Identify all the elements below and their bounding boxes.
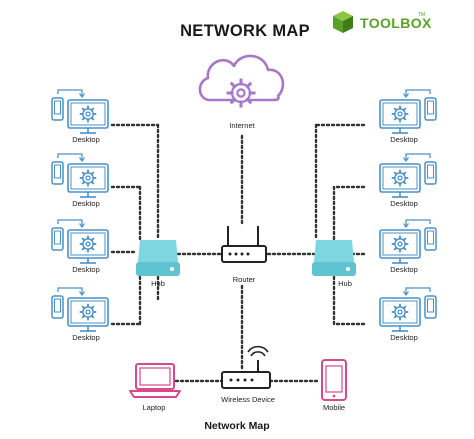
cloud-gear-icon (198, 54, 285, 108)
mobile-label: Mobile (323, 403, 345, 412)
desktop-label: Desktop (390, 265, 418, 274)
desktop-label: Desktop (72, 199, 100, 208)
left-desktop-2: Desktop (51, 153, 109, 208)
desktop-computer-icon (51, 219, 109, 264)
toolbox-cube-icon (333, 11, 353, 33)
left-desktop-1: Desktop (51, 89, 109, 144)
diagram-caption: Network Map (204, 420, 270, 432)
mobile-icon (321, 359, 347, 401)
hub-left-icon (136, 240, 180, 276)
right-desktop-4: Desktop (379, 287, 437, 342)
router-label: Router (233, 275, 256, 284)
desktop-label: Desktop (390, 333, 418, 342)
desktop-computer-icon (379, 89, 437, 134)
desktop-computer-icon (51, 287, 109, 332)
internet-label: Internet (229, 121, 255, 130)
desktop-label: Desktop (72, 333, 100, 342)
desktop-computer-icon (51, 89, 109, 134)
right-desktop-1: Desktop (379, 89, 437, 144)
router-icon (221, 226, 267, 263)
desktop-label: Desktop (72, 135, 100, 144)
hub-right-icon (312, 240, 356, 276)
brand-name: TOOLBOX (360, 15, 432, 31)
hub-right-label: Hub (338, 279, 352, 288)
right-desktop-3: Desktop (379, 219, 437, 274)
laptop-icon (129, 363, 181, 398)
wireless-router-icon (221, 345, 271, 389)
left-desktop-4: Desktop (51, 287, 109, 342)
desktop-label: Desktop (390, 199, 418, 208)
desktop-computer-icon (379, 153, 437, 198)
laptop-label: Laptop (143, 403, 166, 412)
desktop-label: Desktop (72, 265, 100, 274)
brand-logo: TOOLBOX TM (330, 9, 440, 37)
desktop-computer-icon (379, 287, 437, 332)
desktop-label: Desktop (390, 135, 418, 144)
hub-left-label: Hub (151, 279, 165, 288)
left-desktop-3: Desktop (51, 219, 109, 274)
network-links (110, 123, 366, 383)
desktop-computer-icon (51, 153, 109, 198)
wireless-label: Wireless Device (221, 395, 275, 404)
desktop-computer-icon (379, 219, 437, 264)
page-title: NETWORK MAP (180, 22, 310, 40)
right-desktop-2: Desktop (379, 153, 437, 208)
brand-trademark: TM (418, 12, 426, 18)
